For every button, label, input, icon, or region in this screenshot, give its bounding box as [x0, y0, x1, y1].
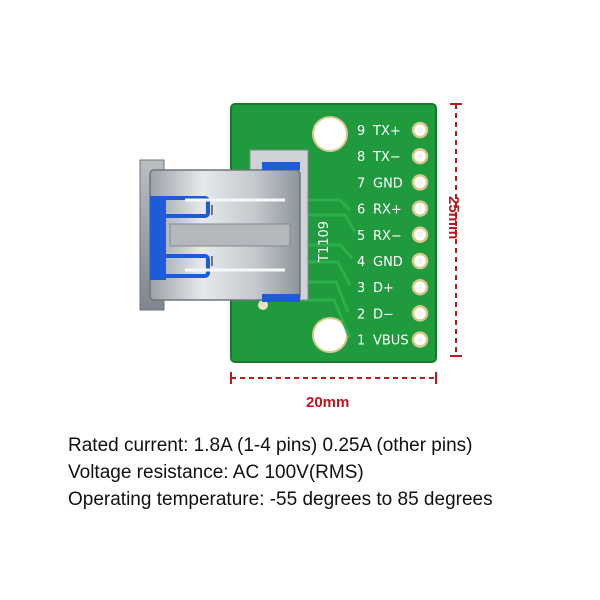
- pin-hole: [417, 310, 423, 317]
- pin-number: 5: [357, 229, 365, 244]
- pin-number: 8: [357, 150, 365, 165]
- pin-label: 3 D+: [357, 281, 394, 296]
- pin-number: 3: [357, 281, 365, 296]
- pin-number: 6: [357, 203, 365, 218]
- pin-name: TX+: [372, 124, 401, 139]
- pin-name: TX−: [372, 150, 401, 165]
- pin-hole: [417, 284, 423, 291]
- height-dimension-label: 25mm: [445, 196, 462, 240]
- pin-name: D+: [373, 281, 394, 296]
- pin-label: 8 TX−: [357, 150, 401, 165]
- pin-number: 1: [357, 334, 365, 349]
- pin-hole: [417, 336, 423, 343]
- pin-hole: [417, 153, 423, 160]
- pin-number: 7: [357, 176, 365, 191]
- pin-name: VBUS: [373, 334, 409, 349]
- pin-hole: [417, 179, 423, 186]
- pin-hole: [417, 231, 423, 238]
- width-dimension-label: 20mm: [306, 394, 350, 411]
- pin-number: 2: [357, 307, 365, 322]
- pin-label: 1 VBUS: [357, 334, 409, 349]
- usb-connector: [139, 149, 309, 311]
- pin-label: 7 GND: [357, 176, 403, 191]
- spec-operating-temperature: Operating temperature: -55 degrees to 85…: [68, 489, 493, 510]
- mounting-hole-top: [312, 116, 348, 152]
- specifications-text: Rated current: 1.8A (1-4 pins) 0.25A (ot…: [68, 432, 588, 513]
- spec-voltage-resistance: Voltage resistance: AC 100V(RMS): [68, 462, 364, 483]
- pin-name: D−: [373, 307, 394, 322]
- pin-label: 9 TX+: [357, 124, 401, 139]
- pin-label: 4 GND: [357, 255, 403, 270]
- mounting-hole-bottom: [312, 317, 348, 353]
- pin-number: 9: [357, 124, 365, 139]
- pin-name: GND: [373, 176, 403, 191]
- spec-rated-current: Rated current: 1.8A (1-4 pins) 0.25A (ot…: [68, 435, 473, 456]
- pin-label: 2 D−: [357, 307, 394, 322]
- width-dimension-line: [230, 372, 437, 384]
- pin-hole: [417, 127, 423, 133]
- pin-name: RX+: [373, 203, 402, 218]
- pin-hole: [417, 258, 423, 264]
- silkscreen-part-code: T1109: [317, 221, 332, 263]
- height-dimension-line: [450, 103, 462, 357]
- pin-pads: [411, 121, 429, 348]
- pin-label: 6 RX+: [357, 203, 402, 218]
- pin-name: RX−: [373, 229, 402, 244]
- pin-name: GND: [373, 255, 403, 270]
- pin-label: 5 RX−: [357, 229, 402, 244]
- pin-number: 4: [357, 255, 365, 270]
- pin-hole: [417, 205, 423, 212]
